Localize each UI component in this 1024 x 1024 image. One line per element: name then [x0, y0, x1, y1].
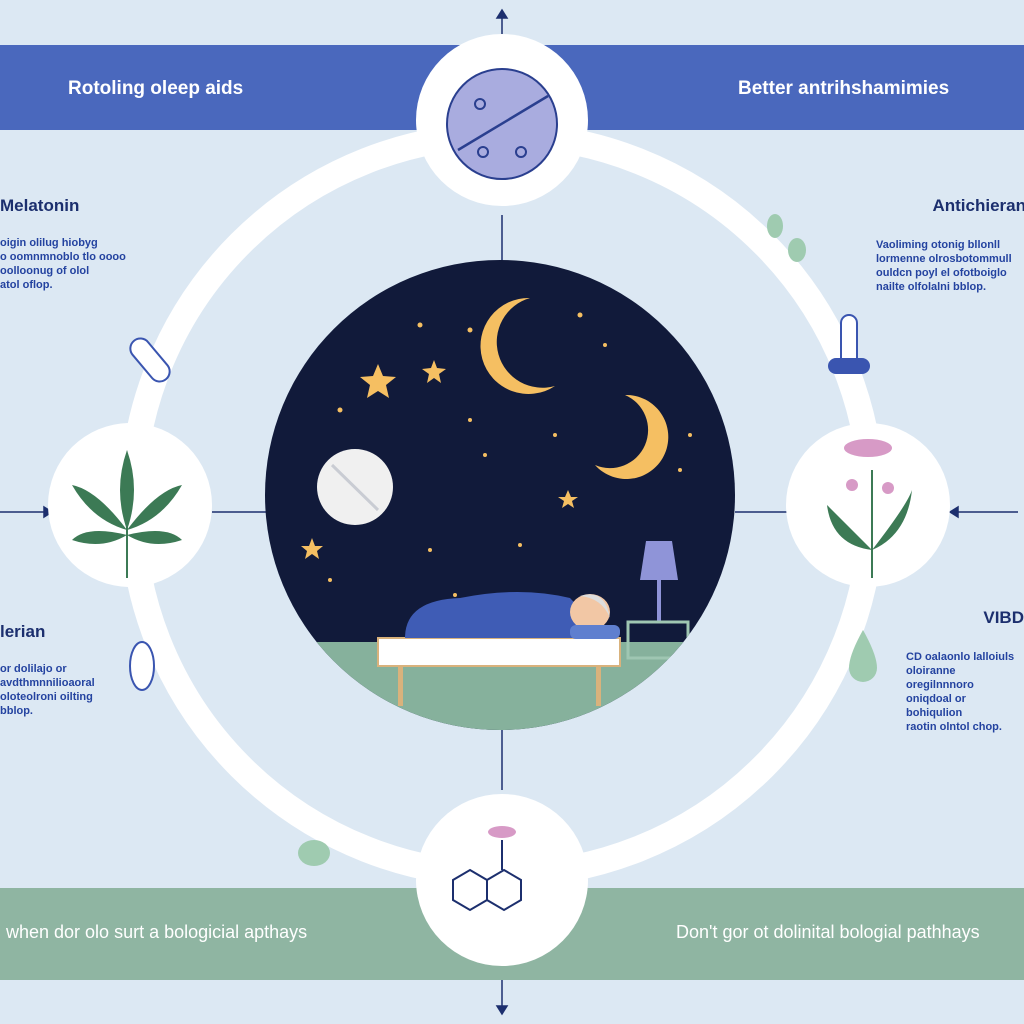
banner-top-left: Rotoling oleep aids [68, 78, 244, 99]
text-line: atol oflop. [0, 279, 53, 291]
text-line: raotin olntol chop. [906, 721, 1002, 733]
section-title: Antichieran [932, 196, 1024, 215]
text-line: oloiranne oregilnnnoro [906, 665, 974, 691]
node-right [786, 423, 950, 587]
banner-bottom-left: when dor olo surt a bologicial apthays [6, 922, 308, 942]
section-cbd: VIBD CD oalaonlo lalloiuls oloiranne ore… [906, 608, 1024, 734]
molecule-icon [452, 826, 522, 912]
text-line: oigin olilug hiobyg [0, 237, 98, 249]
moon-icon [480, 297, 555, 394]
cannabis-leaf-icon [72, 450, 182, 578]
section-valerian: lerian or dolilajo or avdthmnnilioaoral … [0, 622, 120, 718]
section-text: oigin olilug hiobyg o oomnmnoblo tlo ooo… [0, 236, 150, 292]
text-line: oniqdoal or bohiqulion [906, 693, 966, 719]
stars [301, 312, 692, 597]
node-bottom [416, 794, 588, 966]
text-line: o oomnmnoblo tlo oooo [0, 251, 126, 263]
sleeping-person [405, 592, 620, 639]
section-melatonin: Melatonin oigin olilug hiobyg o oomnmnob… [0, 196, 150, 292]
text-line: Vaoliming otonig bllonll [876, 239, 1001, 251]
night-scene [265, 260, 735, 730]
banner-bottom-right: Don't gor ot dolinital bologial pathhays [676, 922, 980, 942]
section-antihistamine: Antichieran Vaoliming otonig bllonll lor… [876, 196, 1024, 294]
section-title: VIBD [983, 608, 1024, 627]
banner-top-right: Better antrihshamimies [738, 78, 950, 99]
section-text: CD oalaonlo lalloiuls oloiranne oregilnn… [906, 650, 1024, 734]
text-line: lormenne olrosbotommull [876, 253, 1012, 265]
text-line: bblop. [0, 705, 33, 717]
capsule-icons [129, 214, 877, 866]
text-line: avdthmnnilioaoral [0, 677, 95, 689]
valerian-flower-icon [827, 439, 912, 578]
arrow-top-head [495, 8, 509, 19]
oil-drop-icon [849, 630, 877, 682]
section-text: or dolilajo or avdthmnnilioaoral oloteol… [0, 662, 120, 718]
text-line: oloteolroni oilting [0, 691, 93, 703]
text-line: oolloonug of olol [0, 265, 90, 277]
moon-icon-2 [595, 394, 669, 479]
section-title: lerian [0, 622, 46, 641]
text-line: CD oalaonlo lalloiuls [906, 651, 1015, 663]
text-line: ouldcn poyl el ofotboiglo [876, 267, 1007, 279]
section-text: Vaoliming otonig bllonll lormenne olrosb… [876, 238, 1024, 294]
bed [377, 637, 621, 706]
text-line: or dolilajo or [0, 663, 67, 675]
text-line: nailte olfolalni bblop. [876, 281, 986, 293]
section-title: Melatonin [0, 196, 80, 215]
